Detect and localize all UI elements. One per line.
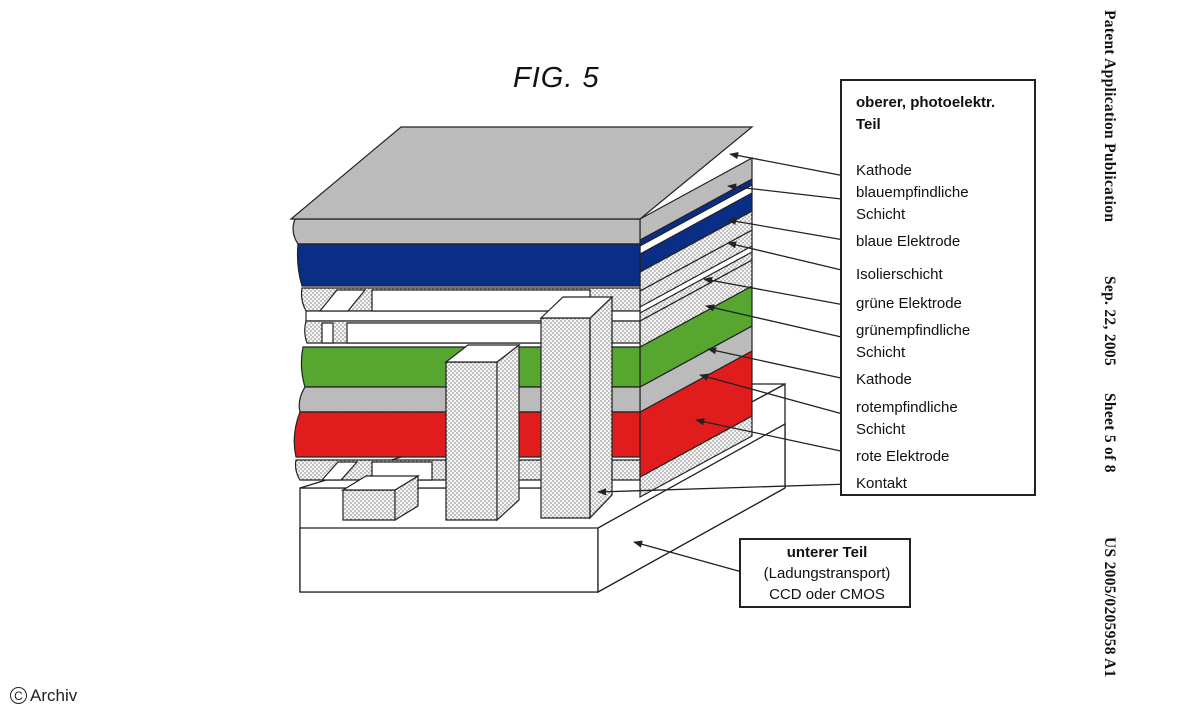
copyright-symbol-icon: C: [10, 687, 27, 704]
label-green-sensitive-line1: grünempfindliche: [856, 322, 971, 339]
label-blue-sensitive-line1: blauempfindliche: [856, 184, 969, 201]
label-insulation-layer: Isolierschicht: [856, 266, 943, 283]
patent-number: US 2005/0205958 A1: [1101, 537, 1118, 678]
leader-lines: [597, 151, 851, 573]
upper-part-heading-line1: oberer, photoelektr.: [856, 94, 996, 111]
label-blue-electrode: blaue Elektrode: [856, 233, 961, 250]
lower-part-title: unterer Teil: [786, 544, 868, 561]
label-red-sensitive-line2: Schicht: [856, 421, 906, 438]
label-cathode-top: Kathode: [856, 162, 912, 179]
label-cathode-middle: Kathode: [856, 371, 912, 388]
label-red-sensitive-line1: rotempfindliche: [856, 399, 958, 416]
publication-title: Patent Application Publication: [1101, 10, 1118, 223]
lower-part-charge-transport: (Ladungstransport): [763, 565, 891, 582]
copyright-text: Archiv: [30, 686, 78, 705]
upper-part-legend-box: [840, 79, 1036, 496]
label-green-electrode: grüne Elektrode: [856, 295, 962, 312]
cathode-top-surface: [289, 126, 754, 220]
sheet-number: Sheet 5 of 8: [1101, 393, 1118, 473]
figure-title: FIG. 5: [513, 62, 600, 94]
label-red-electrode: rote Elektrode: [856, 448, 950, 465]
contact-pillars: [340, 295, 614, 522]
upper-part-heading-line2: Teil: [856, 116, 881, 133]
label-contact: Kontakt: [856, 475, 907, 492]
lower-part-legend-box: unterer Teil (Ladungstransport) CCD oder…: [739, 538, 911, 608]
label-green-sensitive-line2: Schicht: [856, 344, 906, 361]
patent-header-sidebar: Patent Application Publication Sep. 22, …: [1098, 10, 1124, 700]
lower-part-ccd-cmos: CCD oder CMOS: [769, 586, 885, 603]
publication-date: Sep. 22, 2005: [1101, 276, 1118, 367]
label-blue-sensitive-line2: Schicht: [856, 206, 906, 223]
